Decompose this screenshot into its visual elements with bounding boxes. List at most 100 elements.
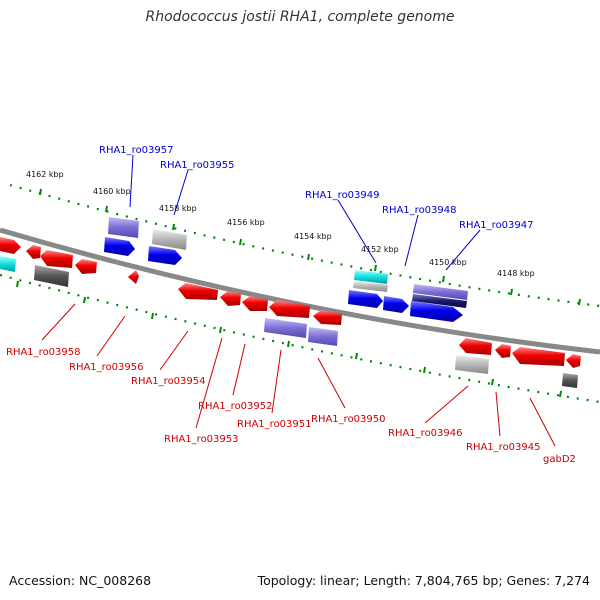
leader-line [445,229,481,271]
gene-label: RHA1_ro03950 [311,414,386,425]
leader-line [317,357,346,409]
gene-red [40,250,73,268]
gene-red [269,300,310,318]
tick-mark [423,366,426,374]
leader-line [271,349,282,414]
leader-line [195,337,223,429]
tick-mark [559,390,562,398]
tick-mark [307,253,310,261]
gene-red [495,344,511,358]
gene-red [0,237,21,254]
tick-mark [39,188,42,196]
tick-labels: 4162 kbp 4160 kbp 4158 kbp 4156 kbp 4154… [26,170,535,278]
leader-line [424,385,469,424]
gene-red [220,291,241,306]
accession-text: Accession: NC_008268 [9,573,152,588]
gene-red [26,245,41,259]
major-ticks [16,188,581,398]
gene-red [313,310,342,325]
gene-blue [410,301,463,322]
tick-label: 4154 kbp [294,232,332,241]
gene-lavender [108,217,139,238]
tick-mark [374,264,377,272]
leader-lines-bottom [41,303,556,447]
tick-mark [442,275,445,283]
gene-label: RHA1_ro03945 [466,442,541,453]
gene-navy [412,294,467,308]
tick-label: 4152 kbp [361,245,399,254]
scale-track-upper [9,183,600,308]
gene-blue [348,290,383,308]
tick-label: 4148 kbp [497,269,535,278]
gene-label: RHA1_ro03951 [237,419,312,430]
gene-red [242,296,268,311]
gene-label: RHA1_ro03954 [131,376,206,387]
gene-gray [353,281,388,292]
tick-mark [83,296,86,304]
leader-line [41,303,76,341]
tick-label: 4150 kbp [429,258,467,267]
gene-label: RHA1_ro03946 [388,428,463,439]
gene-label: RHA1_ro03948 [382,205,457,216]
gene-gray [152,229,187,250]
tick-label: 4162 kbp [26,170,64,179]
genes-upper-strand [104,217,468,322]
gene-label: RHA1_ro03958 [6,347,81,358]
gene-cyan [0,256,16,272]
tick-mark [578,298,581,306]
gene-labels-bottom: RHA1_ro03958 RHA1_ro03956 RHA1_ro03954 R… [6,347,576,465]
diagram-title: Rhodococcus jostii RHA1, complete genome [145,9,455,25]
leader-line [232,343,246,396]
topology-text: Topology: linear; Length: 7,804,765 bp; … [257,573,590,588]
tick-mark [355,352,358,360]
gene-dark-gray [562,373,578,388]
gene-red [566,354,581,368]
leader-line [129,154,134,208]
tick-label: 4158 kbp [159,204,197,213]
tick-mark [510,288,513,296]
gene-blue [383,296,409,313]
leader-line [337,199,377,264]
tick-mark [219,326,222,334]
gene-lavender [308,327,338,346]
tick-mark [16,280,19,288]
leader-line [495,391,501,437]
tick-mark [172,223,175,231]
gene-red [128,270,139,284]
gene-blue [104,237,135,256]
leader-line [159,330,189,371]
leader-line [173,169,189,216]
gene-labels-top: RHA1_ro03957 RHA1_ro03955 RHA1_ro03949 R… [99,145,534,231]
gene-lavender [413,284,468,300]
tick-mark [287,340,290,348]
gene-dark-gray [34,265,69,287]
tick-label: 4160 kbp [93,187,131,196]
gene-label: RHA1_ro03956 [69,362,144,373]
leader-line [96,315,126,357]
gene-label: RHA1_ro03947 [459,220,534,231]
gene-label: RHA1_ro03953 [164,434,239,445]
gene-lavender [264,318,307,338]
gene-label: gabD2 [543,454,576,465]
tick-mark [239,238,242,246]
gene-red [178,283,218,300]
gene-label: RHA1_ro03957 [99,145,174,156]
tick-label: 4156 kbp [227,218,265,227]
tick-mark [151,312,154,320]
gene-label: RHA1_ro03952 [198,401,273,412]
gene-cyan [354,270,388,284]
leader-line [404,214,419,267]
tick-mark [105,205,108,213]
leader-line [529,397,556,447]
gene-blue [148,246,182,265]
gene-red [75,259,97,274]
genes-lower-strand [0,237,581,388]
gene-red [459,338,492,355]
gene-label: RHA1_ro03955 [160,160,235,171]
gene-label: RHA1_ro03949 [305,190,380,201]
tick-mark [491,378,494,386]
leader-lines-top [129,154,481,271]
gene-gray [455,355,489,374]
gene-red [512,347,565,366]
